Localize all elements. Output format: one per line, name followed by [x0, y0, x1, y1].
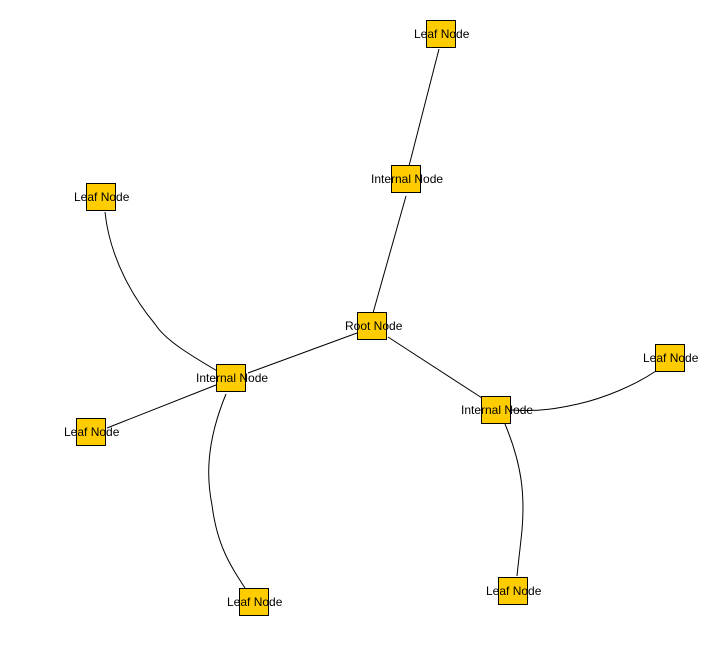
edge-internal-left-leaf-upper-left: [104, 211, 220, 373]
leaf-node-label: Leaf Node: [64, 425, 120, 439]
edge-internal-top-leaf-top: [408, 48, 440, 167]
leaf-node-bottom-left: Leaf Node: [227, 588, 282, 616]
internal-node-left: Internal Node: [196, 364, 268, 392]
edge-internal-left-leaf-lower-left: [106, 384, 217, 429]
internal-node-label: Internal Node: [461, 403, 534, 417]
leaf-node-top: Leaf Node: [414, 20, 469, 48]
edge-internal-right-leaf-bottom-right: [504, 423, 524, 577]
root-node-label: Root Node: [345, 319, 403, 333]
edge-root-internal-top: [372, 195, 407, 314]
leaf-node-label: Leaf Node: [486, 584, 542, 598]
internal-node-label: Internal Node: [196, 371, 269, 385]
edge-root-internal-right: [387, 336, 483, 399]
leaf-node-label: Leaf Node: [227, 595, 283, 609]
internal-node-top: Internal Node: [371, 165, 443, 193]
leaf-node-upper-left: Leaf Node: [74, 183, 129, 211]
root-node: Root Node: [345, 312, 402, 340]
internal-node-right: Internal Node: [461, 396, 533, 424]
edge-internal-right-leaf-right: [511, 370, 657, 412]
leaf-node-bottom-right: Leaf Node: [486, 577, 541, 605]
leaf-node-label: Leaf Node: [643, 351, 699, 365]
edge-root-internal-left: [247, 332, 358, 374]
internal-node-label: Internal Node: [371, 172, 444, 186]
leaf-node-right: Leaf Node: [643, 344, 698, 372]
leaf-node-label: Leaf Node: [414, 27, 470, 41]
leaf-node-label: Leaf Node: [74, 190, 130, 204]
edge-internal-left-leaf-bottom-left: [208, 393, 246, 589]
leaf-node-lower-left: Leaf Node: [64, 418, 119, 446]
